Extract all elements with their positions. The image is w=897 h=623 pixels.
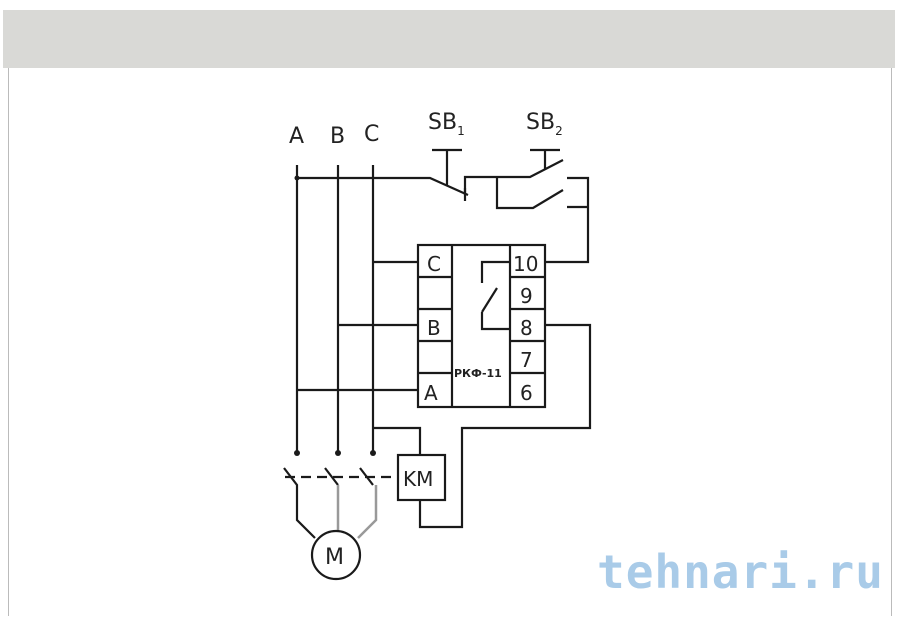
phase-label-b: B [330, 124, 345, 149]
phase-lines [294, 165, 376, 456]
relay-terminal-a: A [424, 381, 438, 405]
phase-label-c: C [364, 122, 379, 147]
relay-terminal-10: 10 [513, 252, 538, 276]
sb1-stop-button [297, 148, 469, 201]
contactor-label: KM [403, 467, 433, 491]
relay-terminal-b: B [427, 316, 441, 340]
relay-terminal-6: 6 [520, 381, 533, 405]
phase-label-a: A [289, 124, 304, 149]
relay-terminal-8: 8 [520, 316, 533, 340]
relay-terminal-9: 9 [520, 284, 533, 308]
relay-terminal-7: 7 [520, 348, 533, 372]
coil-circuit-wires [373, 323, 592, 529]
sb2-label: SB2 [526, 110, 563, 138]
relay-input-wires [297, 260, 418, 392]
relay-terminal-c: C [427, 252, 441, 276]
contactor-main-contacts [283, 467, 398, 539]
sb2-start-button [463, 148, 590, 264]
watermark: tehnari.ru [597, 545, 884, 599]
motor-label: M [325, 545, 344, 570]
content-frame [8, 68, 892, 616]
header-bar [3, 10, 895, 68]
relay-model-label: РКФ-11 [454, 367, 502, 380]
sb1-label: SB1 [428, 110, 465, 138]
motor-symbol [310, 529, 362, 581]
